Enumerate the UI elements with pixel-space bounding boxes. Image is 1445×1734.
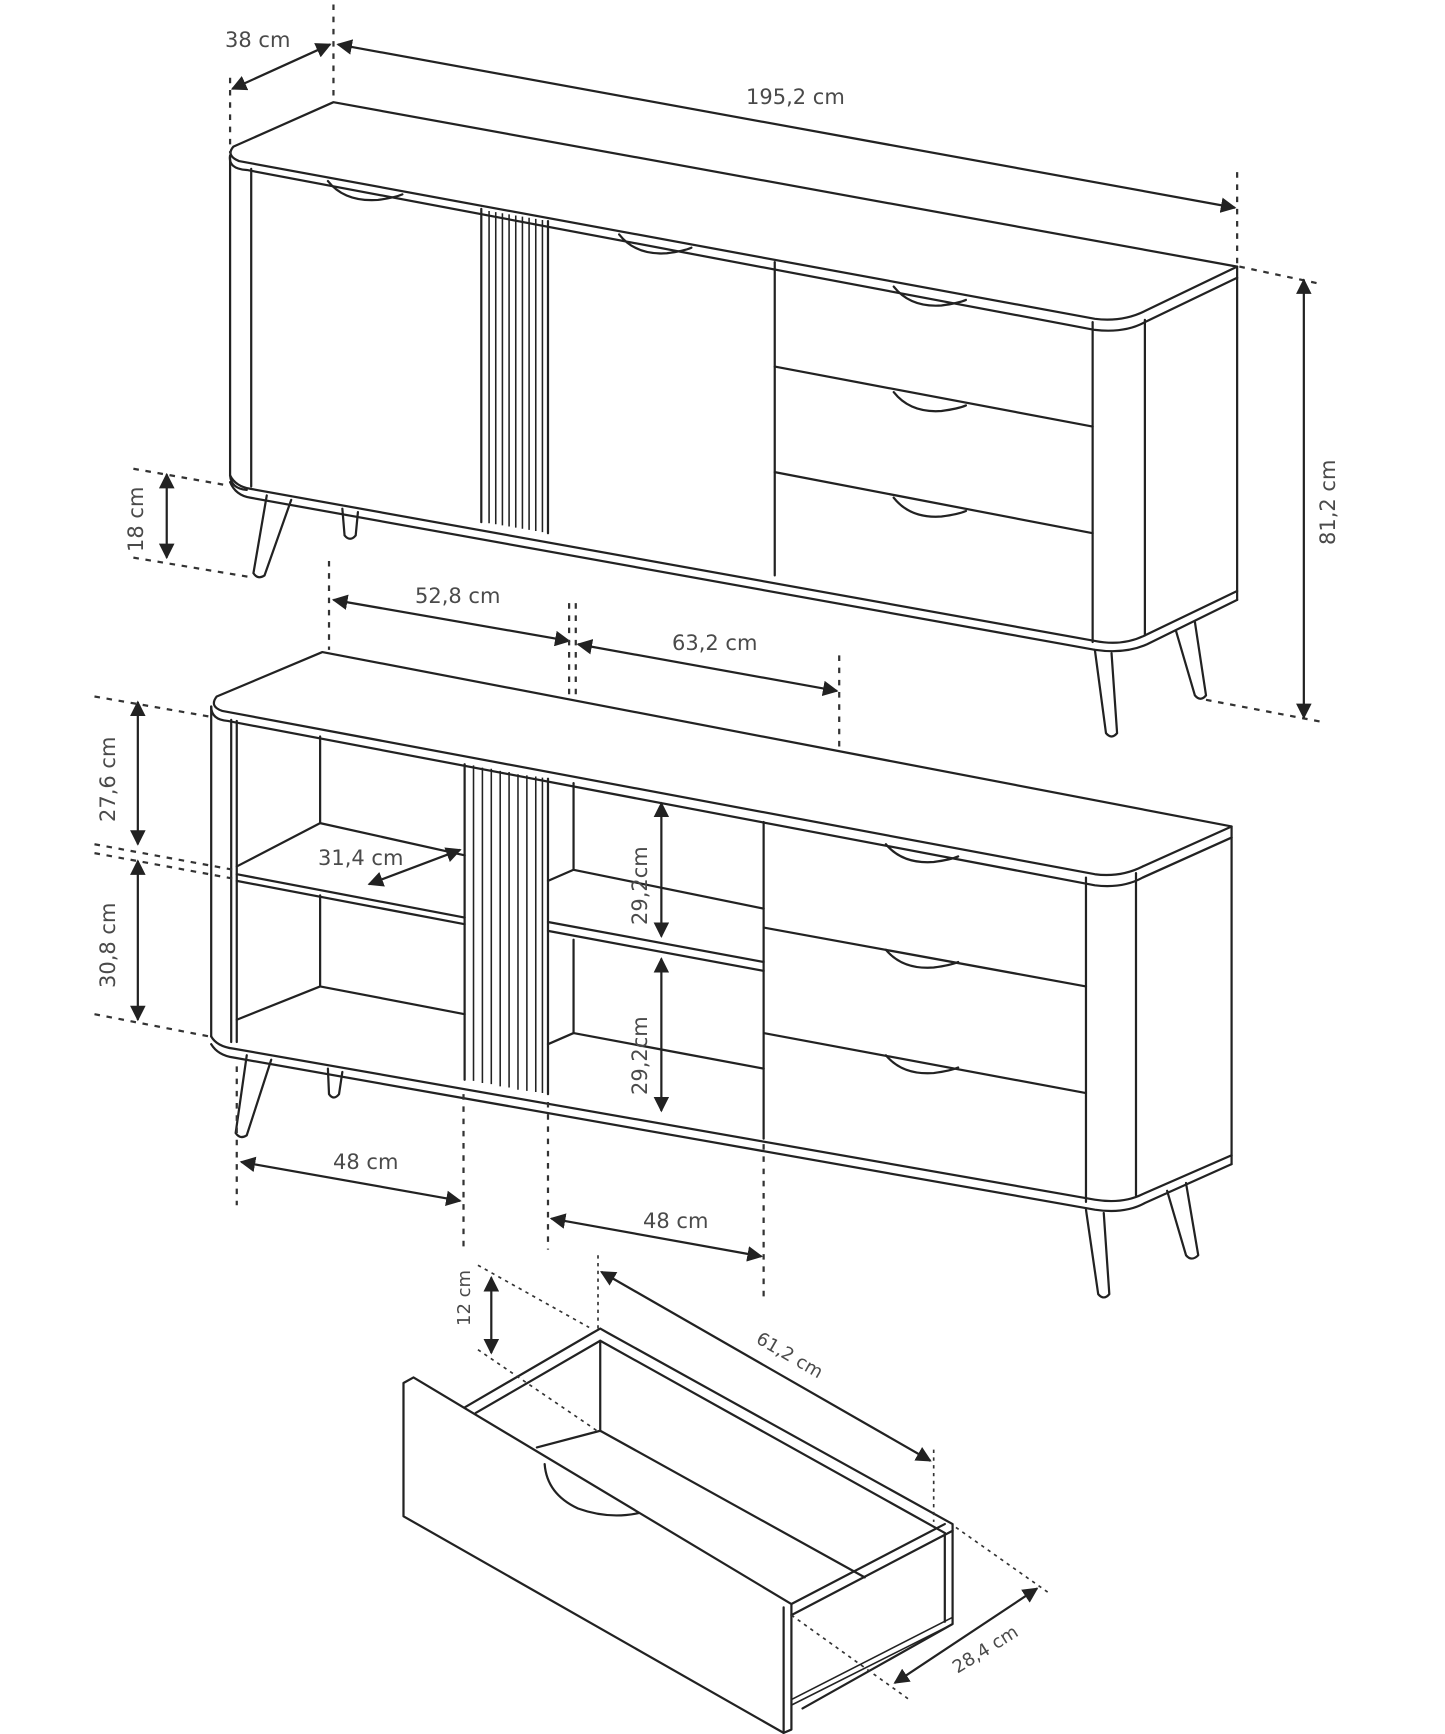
handle-icon: [618, 233, 693, 255]
left-inner-width-label: 48 cm: [333, 1150, 399, 1174]
middle-lower-height-label: 29,2cm: [628, 1016, 652, 1095]
handle-icon: [884, 1054, 960, 1075]
middle-upper-height-label: 29,2cm: [628, 846, 652, 925]
width-label: 195,2 cm: [746, 85, 845, 109]
handle-icon: [892, 496, 968, 518]
open-dimensions: [94, 560, 841, 1302]
handle-icon: [892, 285, 968, 307]
lower-compartment-height-label: 30,8 cm: [96, 902, 120, 988]
fluted-panel: [488, 211, 544, 533]
middle-inner-width-label: 48 cm: [643, 1209, 709, 1233]
fluted-panel: [472, 765, 544, 1094]
drawer-dimensions: [477, 1255, 1051, 1701]
handle-icon: [884, 948, 960, 969]
handle-icon: [543, 1462, 641, 1517]
leg-height-label: 18 cm: [124, 486, 148, 552]
upper-compartment-height-label: 27,6 cm: [96, 736, 120, 822]
left-section-width-label: 52,8 cm: [415, 584, 501, 608]
open-sideboard: [210, 650, 1233, 1299]
drawer: [402, 1327, 954, 1734]
height-label: 81,2 cm: [1316, 459, 1340, 545]
closed-sideboard: [228, 101, 1239, 738]
drawer-height-label: 12 cm: [454, 1269, 475, 1326]
drawer-section-width-label: 63,2 cm: [672, 631, 758, 655]
closed-dimensions: [133, 4, 1323, 724]
depth-label: 38 cm: [225, 28, 291, 52]
handle-icon: [884, 843, 960, 864]
shelf-depth-label: 31,4 cm: [318, 846, 404, 870]
handle-icon: [892, 391, 968, 413]
